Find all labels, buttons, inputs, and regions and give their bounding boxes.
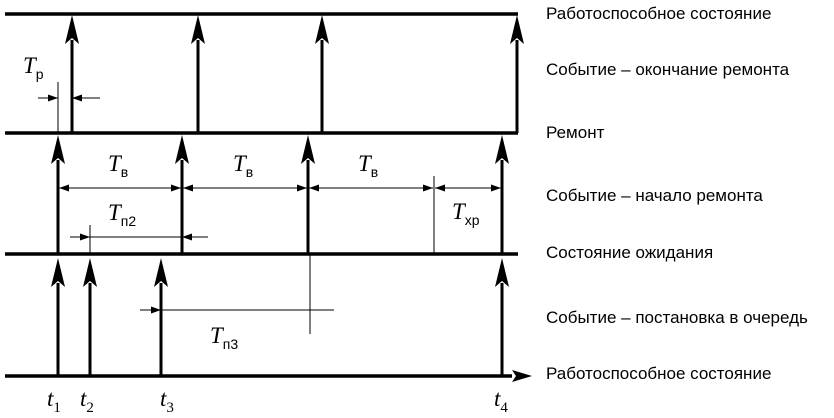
event-arrowhead [154,258,168,287]
event-arrowhead [495,135,509,164]
tp2-symbol: Tп2 [108,200,136,229]
label-operable-top: Работоспособное состояние [546,4,771,23]
time-mark-t1: t1 [47,386,61,416]
repair-start-arrows [51,135,509,254]
event-arrowhead [191,15,205,44]
queue-arrows [51,258,509,376]
tv2-symbol: Tв [233,151,253,180]
event-arrowhead [510,15,524,44]
event-arrowhead [83,258,97,287]
event-arrowhead [315,15,329,44]
tp3-symbol: Tп3 [210,323,238,352]
event-arrowhead [495,258,509,287]
time-axis-arrowhead [512,370,532,382]
time-mark-t3: t3 [160,386,174,416]
tr-symbol: Tр [23,53,44,82]
label-repair-start-event: Событие – начало ремонта [546,186,763,205]
txr-symbol: Tхр [452,199,480,228]
repair-end-arrows [65,15,524,133]
label-repair-end-event: Событие – окончание ремонта [546,60,790,79]
event-arrowhead [175,135,189,164]
label-queue-event: Событие – постановка в очередь [546,308,808,327]
label-repair: Ремонт [546,123,605,142]
time-mark-t2: t2 [80,386,94,416]
event-arrowhead [51,258,65,287]
event-arrowhead [65,15,79,44]
tv3-symbol: Tв [358,151,378,180]
label-waiting-state: Состояние ожидания [546,243,713,262]
tv1-symbol: Tв [108,151,128,180]
time-mark-t4: t4 [494,386,508,416]
event-arrowhead [51,135,65,164]
label-operable-bottom: Работоспособное состояние [546,364,771,383]
event-arrowhead [301,135,315,164]
